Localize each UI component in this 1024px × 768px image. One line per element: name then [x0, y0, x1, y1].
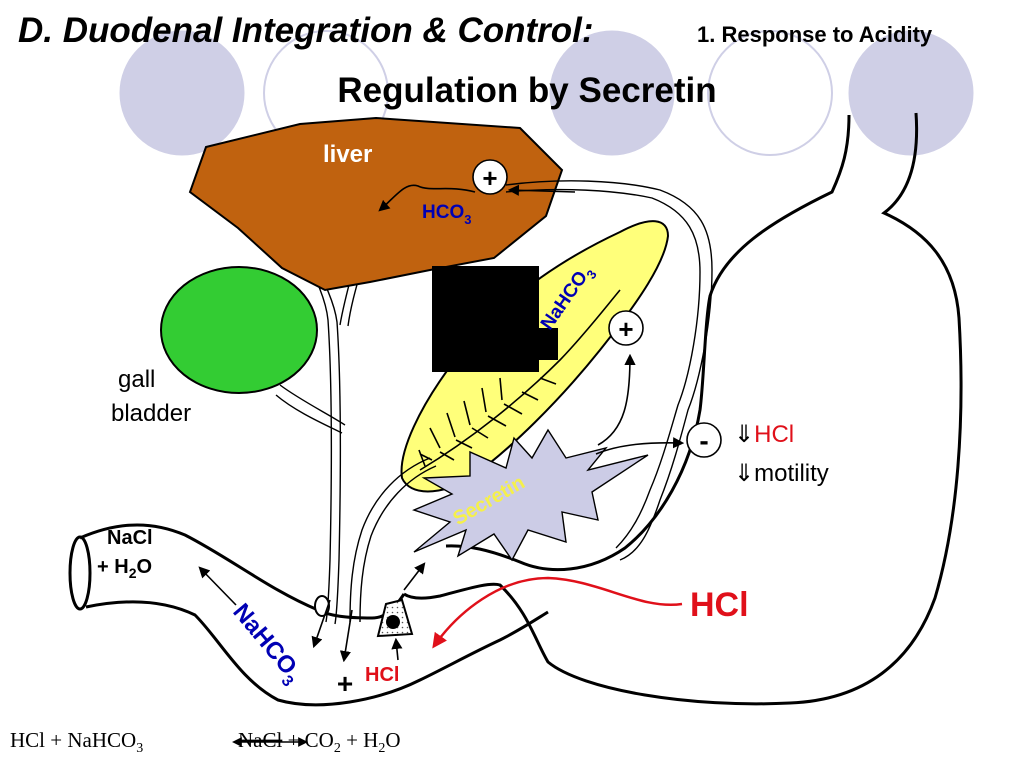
stomach-outer-wall — [403, 112, 963, 706]
liver-hco3-label: HCO3 — [422, 202, 471, 227]
effect-hcl-line: ⇓HCl — [734, 421, 794, 448]
minus-stomach-circle — [686, 422, 722, 458]
minus-stomach-sign: - — [699, 425, 708, 456]
cystic-duct-inner — [275, 394, 343, 434]
arrow-nahco3-to-nacl — [198, 566, 237, 606]
s-cell — [376, 598, 414, 638]
pancreatic-duct — [349, 457, 431, 623]
vessel-outer — [505, 180, 713, 561]
equation-h2o-o: O — [385, 728, 400, 752]
down-arrow-icon: ⇓ — [734, 460, 754, 487]
equation-left: HCl + NaHCO — [10, 728, 136, 752]
pancreas-duct-branches — [418, 289, 621, 471]
background-circles — [119, 30, 974, 156]
arrow-to-pancreas-plus — [597, 353, 636, 446]
h2o-main: + H — [97, 556, 129, 578]
nacl-label: NaCl — [107, 527, 153, 549]
arrow-scell-to-secretin — [403, 562, 426, 591]
stomach — [403, 112, 963, 706]
equation-h2o-sub: 2 — [378, 741, 385, 756]
cystic-duct — [279, 384, 346, 426]
stomach-inner-wall — [445, 114, 851, 572]
equation-co2-sub: 2 — [334, 741, 341, 756]
equation-h2o: + H — [341, 728, 379, 752]
arrow-to-stomach-minus — [595, 437, 685, 455]
equation-reactants: HCl + NaHCO3 — [10, 728, 143, 756]
liver-hco3-sub: 3 — [464, 212, 471, 227]
effect-motility-line: ⇓motility — [734, 460, 829, 487]
section-heading: Regulation by Secretin — [337, 71, 716, 110]
plus-liver-circle — [472, 159, 508, 195]
equation-nacl: NaCl — [238, 728, 282, 752]
redaction-box — [432, 266, 558, 372]
arrow-to-liver-duct — [378, 184, 476, 212]
arrows — [198, 184, 685, 663]
liver — [188, 116, 564, 292]
liver-label: liver — [323, 141, 372, 168]
blood-vessel — [505, 180, 713, 561]
gall-bladder-label-2: bladder — [111, 400, 191, 427]
vessel-inner — [505, 188, 701, 549]
effect-motility-text: motility — [754, 460, 829, 487]
equation-left-sub: 3 — [136, 741, 143, 756]
liver-hco3-main: HCO — [422, 202, 464, 223]
hcl-flow-arrow — [432, 576, 683, 649]
duodenum-opening — [68, 535, 92, 611]
plus-pancreas-circle — [608, 310, 644, 346]
duodenum — [68, 523, 549, 707]
reaction-equation: HCl + NaHCO3 NaCl + CO2 + H2O — [10, 728, 401, 756]
duodenum-nahco3-label: NaHCO3 — [224, 599, 308, 691]
arrow-vessel-to-liver — [507, 184, 576, 196]
plus-pancreas-sign: + — [618, 314, 633, 344]
deco-circle — [848, 30, 974, 156]
effect-hcl-text: HCl — [754, 421, 794, 448]
gall-bladder-label-1: gall — [118, 366, 155, 393]
arrow-bile-into-duodenum — [311, 599, 331, 649]
papilla — [314, 595, 330, 617]
down-arrow-icon: ⇓ — [734, 421, 754, 448]
deco-circle — [119, 30, 245, 156]
deco-circle — [549, 30, 675, 156]
page-title: D. Duodenal Integration & Control: — [18, 11, 594, 50]
deco-circle — [707, 30, 833, 156]
gall-bladder — [160, 266, 318, 394]
stomach-hcl-label: HCl — [690, 586, 749, 624]
duodenum-outer-wall — [79, 523, 406, 620]
secretin-burst — [412, 428, 649, 562]
page-subtitle: 1. Response to Acidity — [697, 22, 933, 47]
equation-co2: + CO — [282, 728, 334, 752]
arrow-pancreatic-into-duodenum — [339, 609, 353, 663]
duodenum-hcl-label: HCl — [365, 664, 399, 686]
duodenum-lower-wall — [85, 600, 549, 707]
h2o-o: O — [136, 556, 152, 578]
arrow-hcl-to-scell — [391, 637, 403, 661]
h2o-sub: 2 — [129, 565, 137, 581]
h2o-label: + H2O — [97, 556, 152, 581]
plus-liver-sign: + — [482, 163, 497, 193]
pancreatic-duct-inner — [359, 465, 437, 623]
plus-duodenum-sign: + — [337, 668, 353, 699]
